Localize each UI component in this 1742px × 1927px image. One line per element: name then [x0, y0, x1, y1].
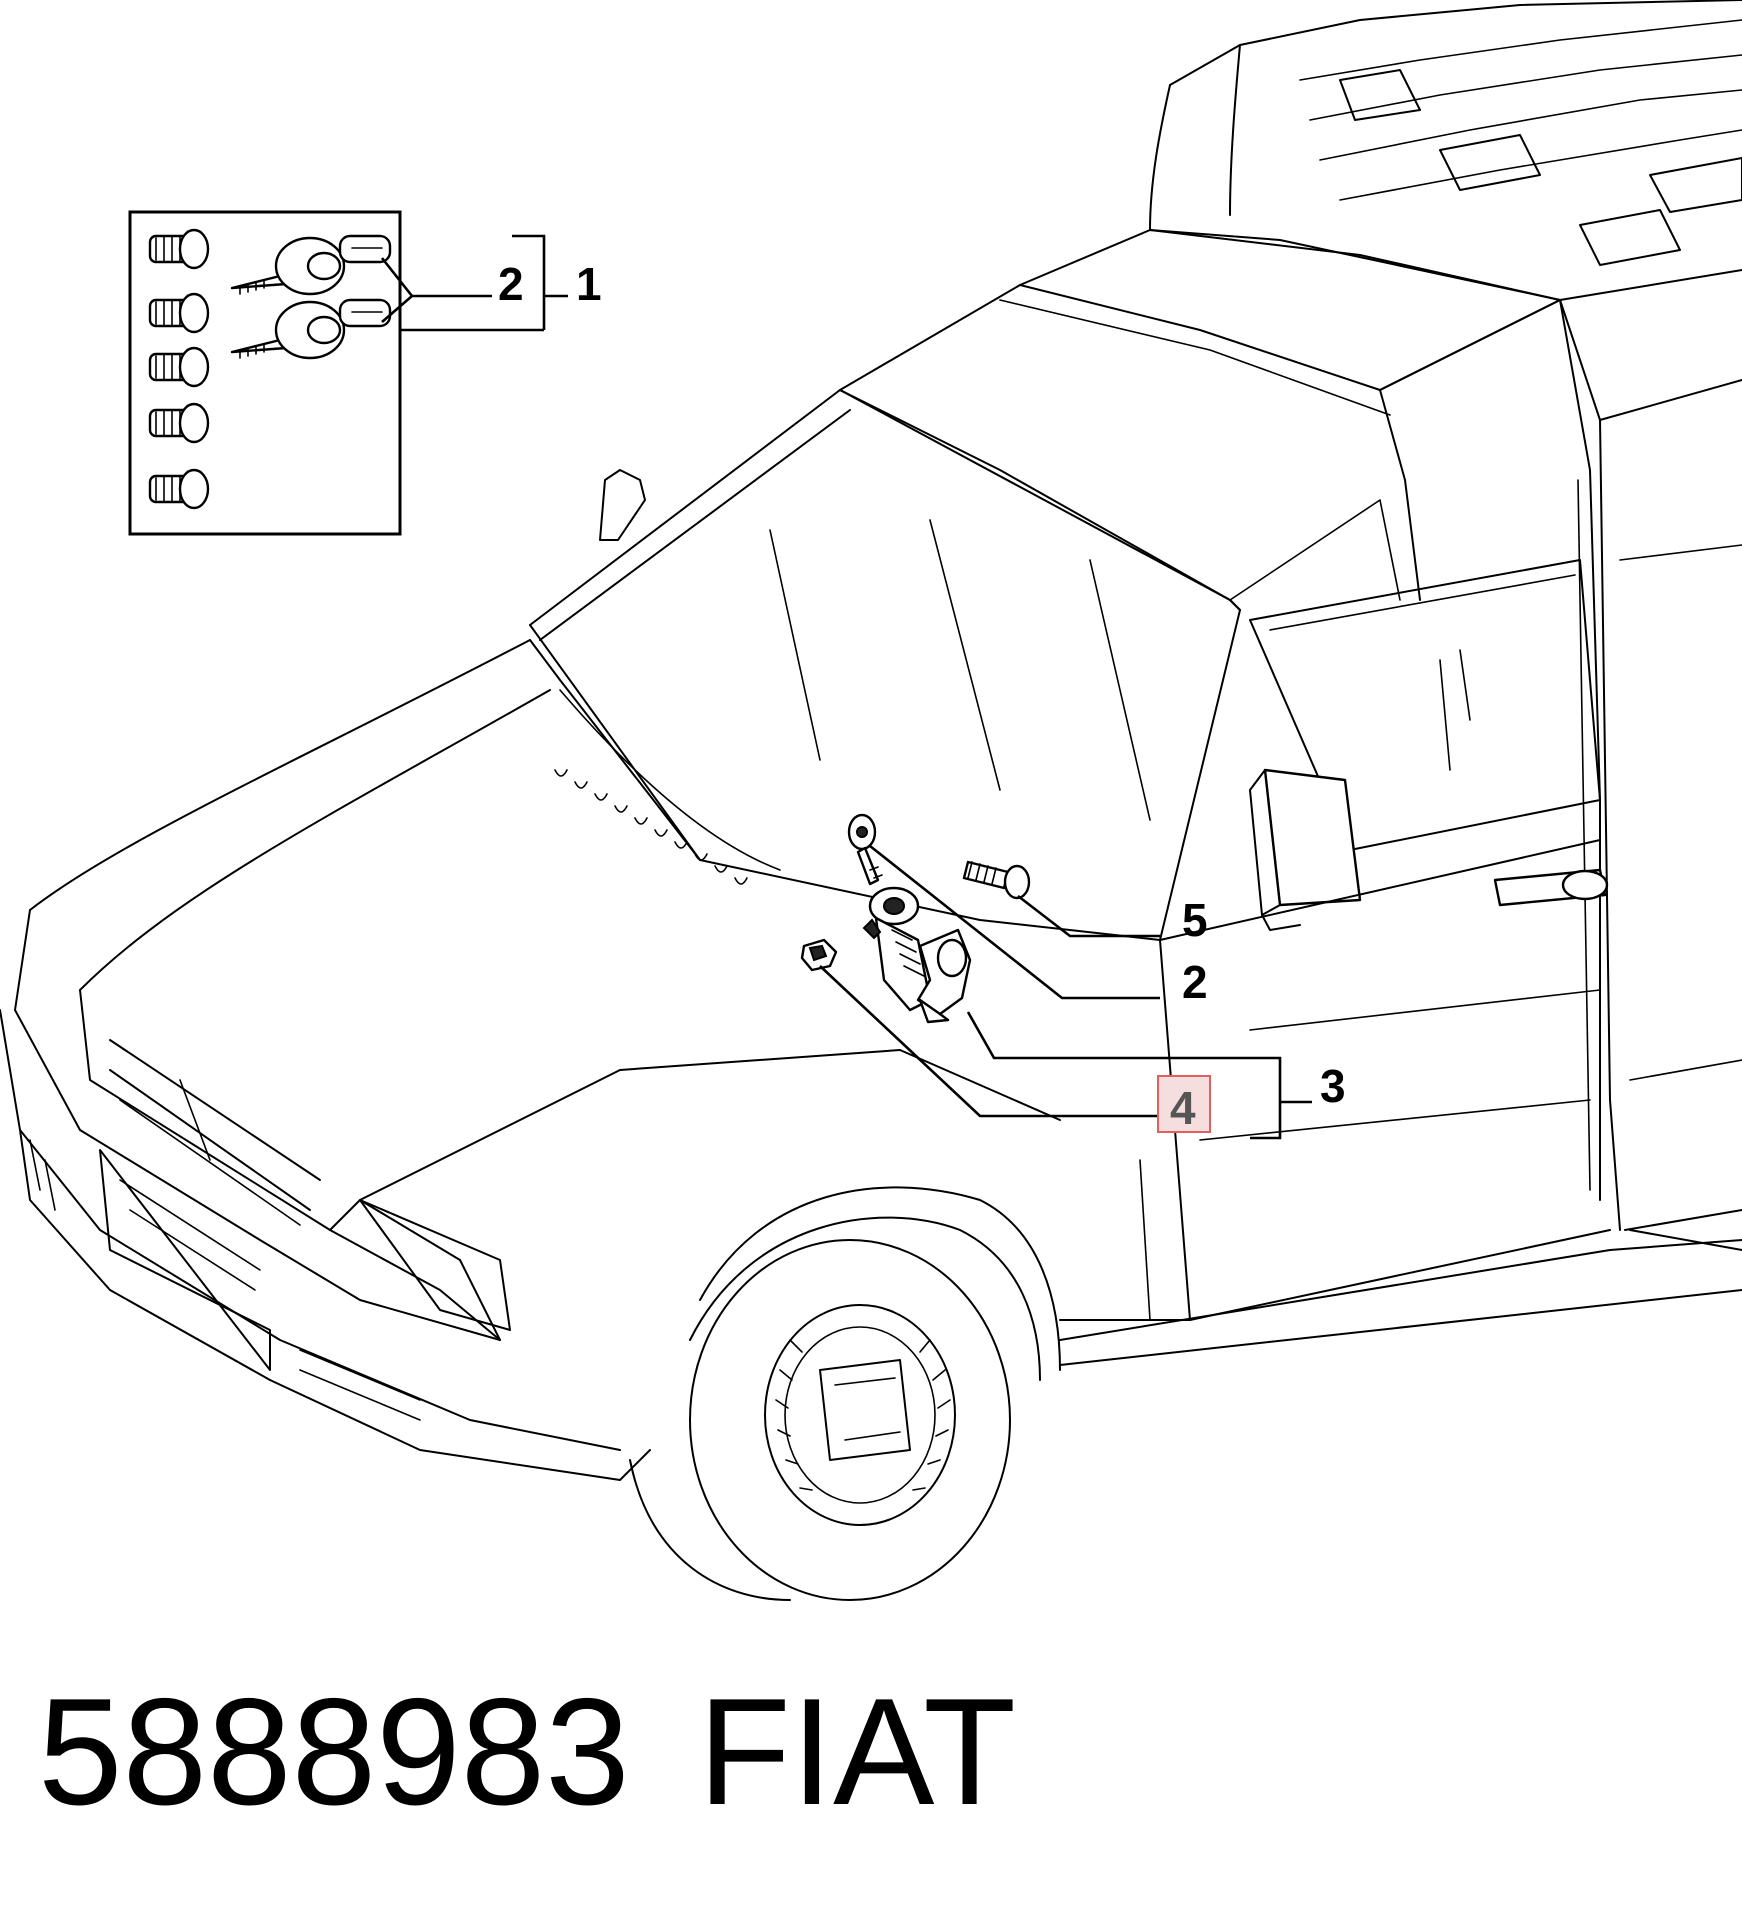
callout-highlight-box [1157, 1075, 1211, 1133]
inset-lock-set [128, 210, 568, 536]
brand-name: FIAT [698, 1667, 1017, 1837]
callouts: 1 2 5 2 3 4 [498, 258, 1346, 1134]
door-key-icon [847, 813, 883, 886]
callout-label: 5 [1182, 894, 1208, 946]
part-number: 5888983 [38, 1667, 630, 1837]
lock-cylinder-assembly-icon [862, 886, 972, 1024]
key-icon [230, 234, 392, 360]
vehicle-illustration [0, 0, 1742, 1601]
callout-label: 1 [576, 258, 602, 310]
callout-label: 2 [1182, 956, 1208, 1008]
callout-label: 3 [1320, 1060, 1346, 1112]
door-lock-parts [800, 813, 1312, 1140]
callout-label: 2 [498, 258, 524, 310]
lock-cylinder-icon [148, 228, 210, 510]
clip-icon [800, 938, 838, 972]
screw-icon [962, 860, 1031, 900]
callout-label: 4 [1170, 1082, 1196, 1134]
